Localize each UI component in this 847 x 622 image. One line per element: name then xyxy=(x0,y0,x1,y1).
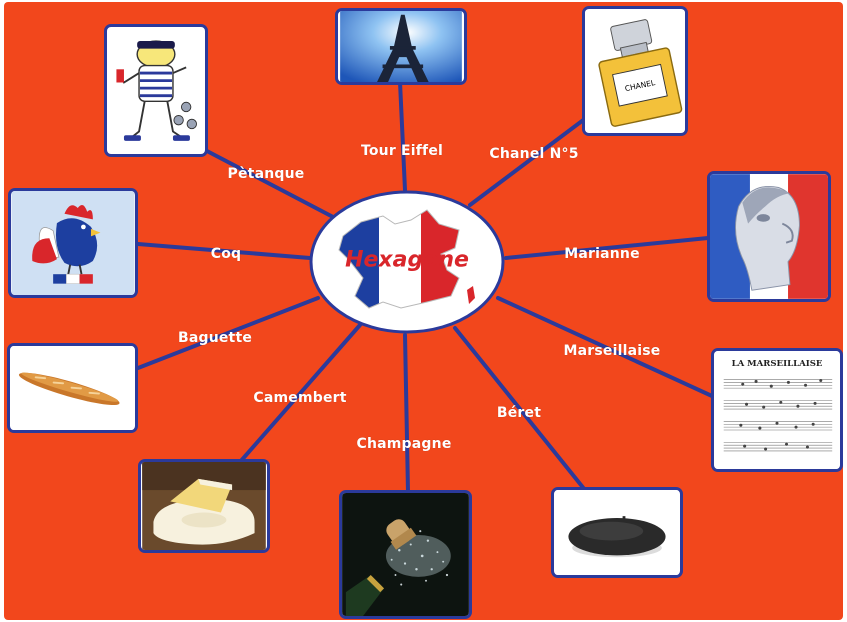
label-coq: Coq xyxy=(210,246,242,262)
label-chanel: Chanel N°5 xyxy=(489,146,579,162)
marianne-bust-icon xyxy=(710,174,828,299)
baguette-icon xyxy=(11,346,134,430)
card-beret xyxy=(551,487,683,578)
card-coq xyxy=(8,188,138,298)
link-coq xyxy=(136,242,312,260)
label-champagne: Champagne xyxy=(356,436,452,452)
label-baguette: Baguette xyxy=(177,330,253,346)
card-chanel: CHANEL xyxy=(582,6,688,136)
link-petanque xyxy=(203,148,337,220)
sheet-title-text: LA MARSEILLAISE xyxy=(732,359,823,369)
petanque-player-icon xyxy=(116,40,197,141)
link-camembert xyxy=(238,323,362,464)
center-node: Hexagone xyxy=(309,190,505,334)
label-marseillaise: Marseillaise xyxy=(563,343,661,359)
link-champagne xyxy=(403,333,410,494)
champagne-bottle-icon xyxy=(342,493,469,616)
link-tour-eiffel xyxy=(398,80,407,192)
beret-icon xyxy=(555,490,679,575)
center-title: Hexagone xyxy=(345,247,469,273)
link-chanel xyxy=(468,113,592,207)
card-baguette xyxy=(7,343,138,433)
link-marianne xyxy=(504,236,710,260)
label-petanque: Pètanque xyxy=(227,166,305,182)
rooster-icon xyxy=(11,191,135,295)
card-marianne xyxy=(707,171,831,302)
label-tour-eiffel: Tour Eiffel xyxy=(360,143,444,159)
card-champagne xyxy=(339,490,472,619)
card-tour-eiffel xyxy=(335,8,467,85)
sheet-music-icon: LA MARSEILLAISE xyxy=(714,351,840,469)
label-beret: Béret xyxy=(496,405,542,421)
card-camembert xyxy=(138,459,270,553)
eiffel-tower-icon xyxy=(340,11,462,82)
label-marianne: Marianne xyxy=(564,246,640,262)
france-map-icon xyxy=(309,190,505,334)
cheese-icon xyxy=(142,462,266,550)
label-camembert: Camembert xyxy=(253,390,347,406)
perfume-bottle-icon: CHANEL xyxy=(585,9,685,133)
link-beret xyxy=(453,326,587,492)
card-marseillaise: LA MARSEILLAISE xyxy=(711,348,843,472)
card-petanque xyxy=(104,24,208,157)
link-baguette xyxy=(136,296,320,370)
link-marseillaise xyxy=(496,296,714,398)
